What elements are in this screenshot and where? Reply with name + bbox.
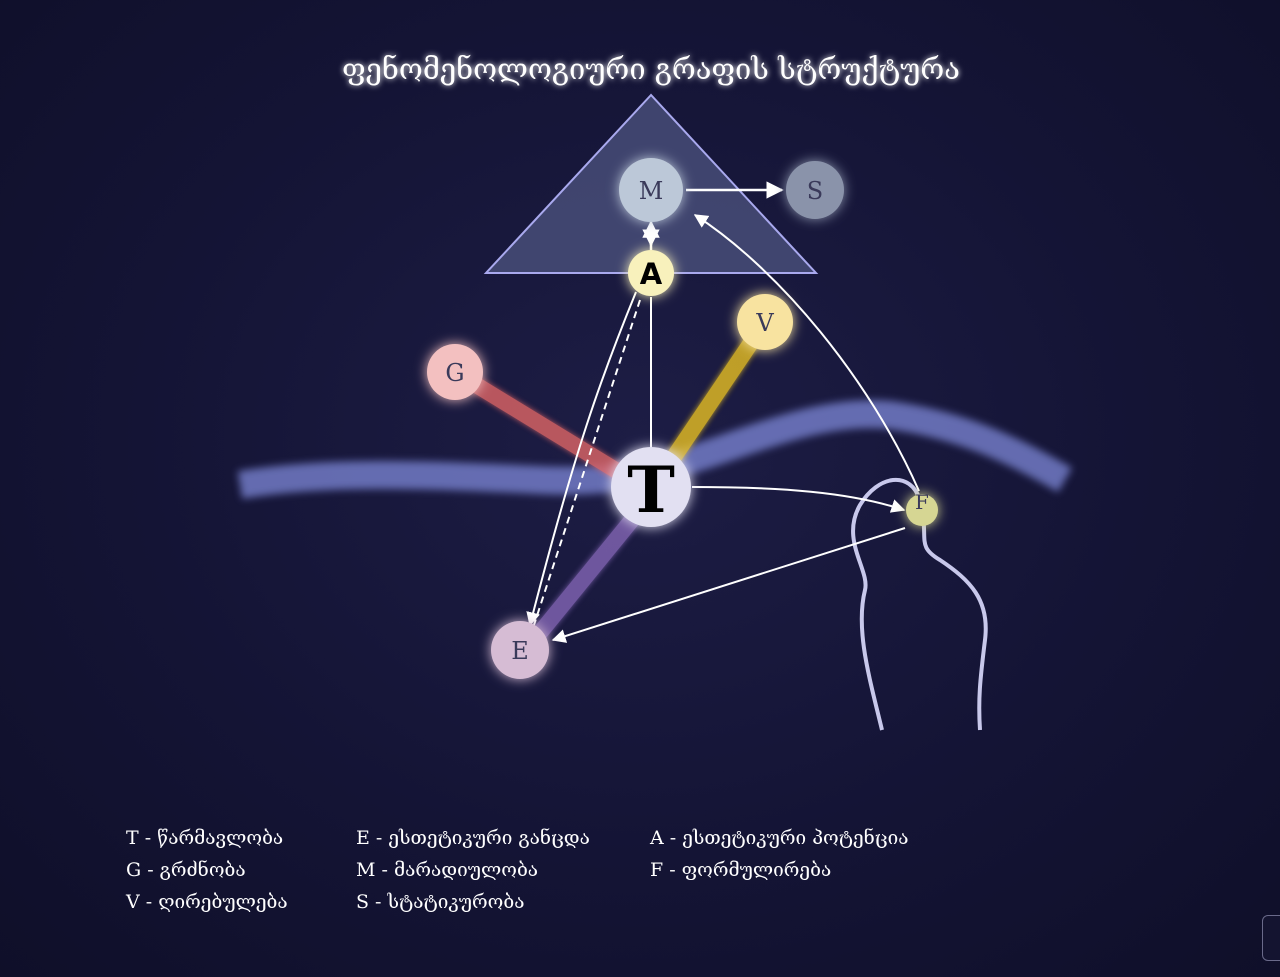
legend-item-a: A - ესთეტიკური პოტენცია xyxy=(650,827,909,849)
svg-text:F: F xyxy=(915,490,929,514)
node-m[interactable]: M xyxy=(619,158,683,222)
legend-item-t: T - წარმავლობა xyxy=(126,827,284,849)
svg-text:M: M xyxy=(639,177,664,205)
node-s[interactable]: S xyxy=(786,161,844,219)
legend-item-g: G - გრძნობა xyxy=(126,859,246,881)
legend: T - წარმავლობა E - ესთეტიკური განცდა A -… xyxy=(126,826,950,914)
node-f[interactable]: F xyxy=(906,490,938,526)
legend-item-s: S - სტატიკურობა xyxy=(356,891,525,913)
dashed-a-e xyxy=(532,299,641,629)
node-v[interactable]: V xyxy=(737,294,793,350)
node-a[interactable]: A xyxy=(628,250,674,296)
link-t-e xyxy=(522,502,648,653)
arrow-a-e xyxy=(526,291,637,627)
corner-handle[interactable] xyxy=(1262,915,1280,961)
svg-text:E: E xyxy=(511,637,529,665)
svg-text:S: S xyxy=(807,177,823,205)
node-e[interactable]: E xyxy=(491,621,549,679)
node-t[interactable]: T xyxy=(611,447,691,528)
svg-text:G: G xyxy=(445,359,464,387)
arrow-f-e xyxy=(551,527,906,643)
diagram-title: ფენომენოლოგიური გრაფის სტრუქტურა xyxy=(342,52,960,86)
svg-text:T: T xyxy=(627,453,675,528)
arrow-f-m xyxy=(693,214,920,492)
legend-item-e: E - ესთეტიკური განცდა xyxy=(356,827,590,849)
link-g-t xyxy=(447,364,648,493)
legend-item-f: F - ფორმულირება xyxy=(650,859,832,881)
arrow-t-f xyxy=(691,486,906,513)
svg-text:A: A xyxy=(640,257,663,291)
svg-text:V: V xyxy=(755,309,774,337)
river-band xyxy=(237,400,1073,499)
legend-item-v: V - ღირებულება xyxy=(126,891,288,913)
node-g[interactable]: G xyxy=(427,344,483,400)
legend-item-m: M - მარადიულობა xyxy=(356,859,539,881)
